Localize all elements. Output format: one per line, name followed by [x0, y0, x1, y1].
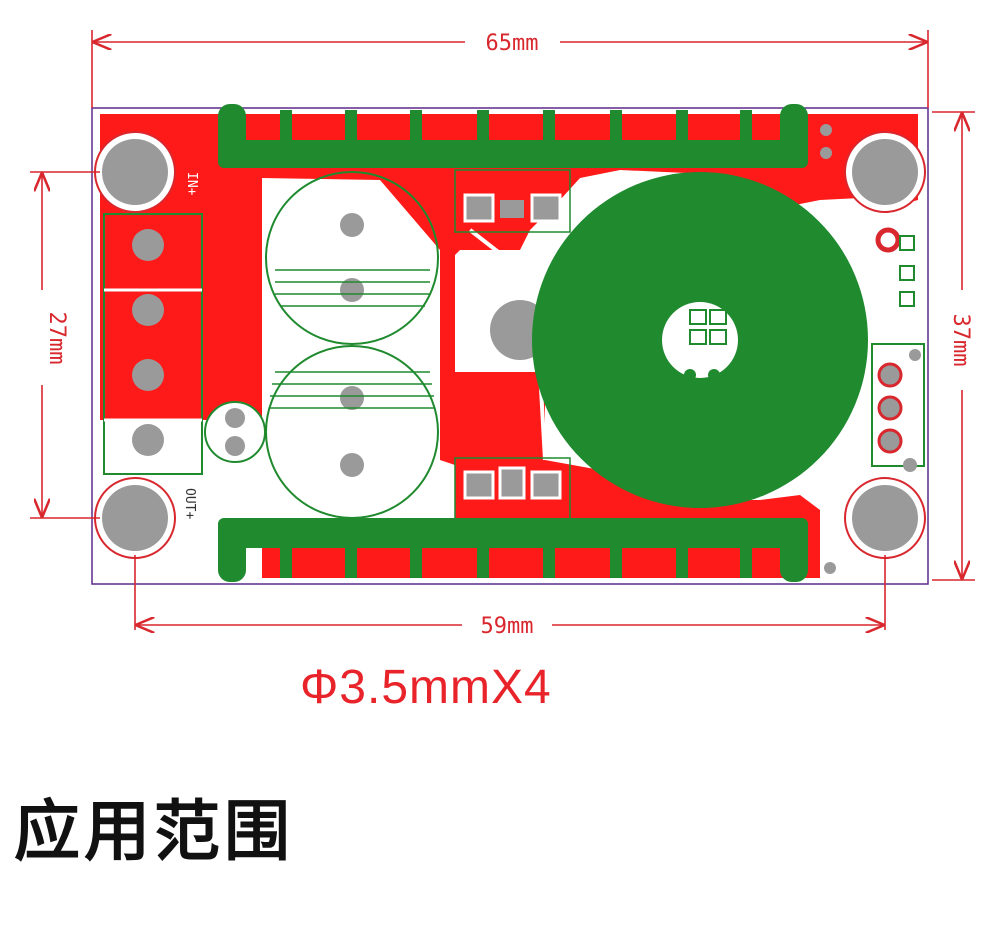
dimension-height-left: 27mm: [44, 312, 69, 365]
terminal-pad-3: [132, 359, 164, 391]
dimension-width-top: 65mm: [486, 31, 539, 56]
led-footprint: [204, 401, 266, 463]
terminal-pad-2: [132, 294, 164, 326]
terminal-block: [103, 213, 203, 475]
silk-in-plus: IN+: [184, 172, 199, 196]
silk-out-plus: OUT+: [182, 488, 197, 519]
heatsink-top: [218, 104, 808, 168]
dimension-annotations: [30, 30, 975, 630]
silk-out-minus: OUT-: [182, 422, 197, 453]
smd-footprint-top: [454, 169, 571, 233]
inductor-footprint: [532, 172, 868, 508]
smd-footprint-bottom: [454, 457, 571, 521]
capacitor-top: [265, 171, 439, 345]
section-heading: 应用范围: [14, 793, 294, 870]
pcb-board: IN+ OUT- OUT+: [91, 104, 929, 585]
copper-pour-strip: [200, 240, 262, 420]
heatsink-bottom: [218, 518, 808, 582]
mounting-hole-spec: Φ3.5mmX4: [300, 661, 552, 714]
right-header: [820, 124, 925, 574]
terminal-pad-4: [132, 424, 164, 456]
dimension-height-right: 37mm: [948, 314, 973, 367]
terminal-pad-1: [132, 229, 164, 261]
mounting-holes: [94, 131, 926, 559]
dimension-width-bottom: 59mm: [481, 614, 534, 639]
capacitor-bottom: [265, 345, 439, 519]
